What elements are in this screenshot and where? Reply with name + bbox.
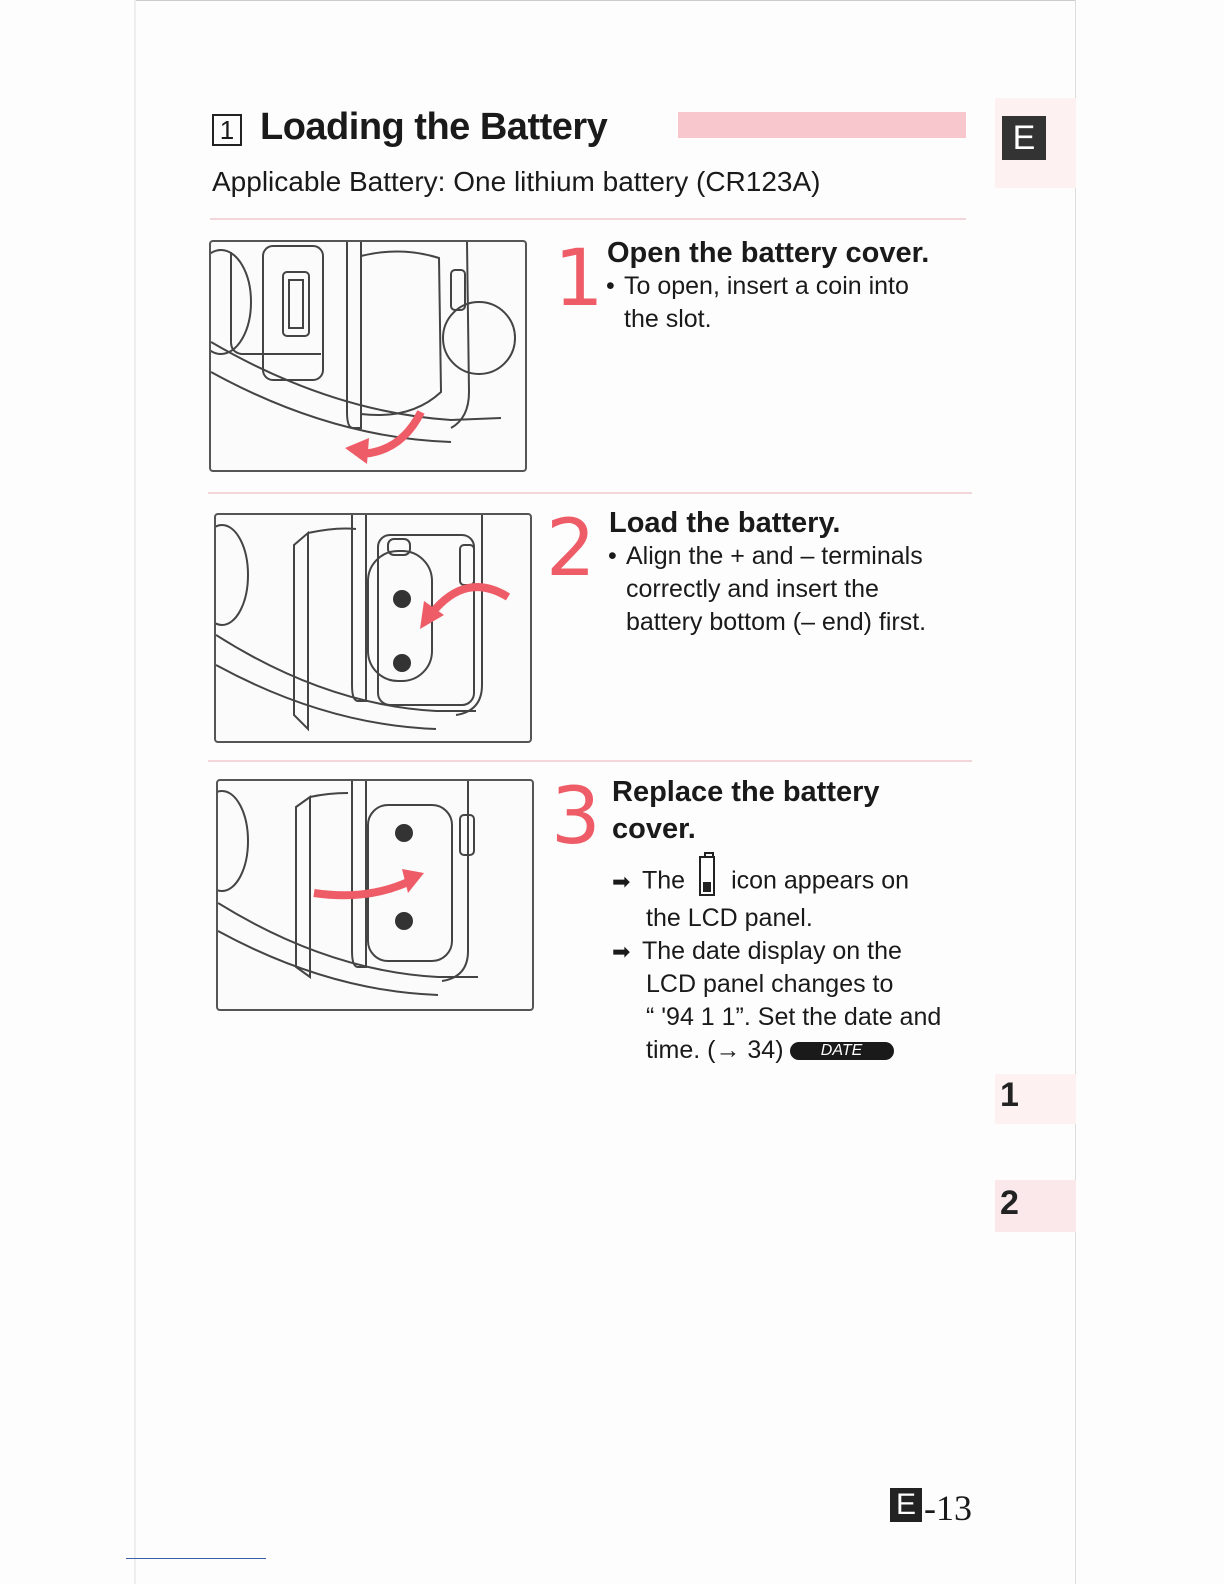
bullet-icon: • <box>608 542 617 570</box>
step-3-line: “ '94 1 1”. Set the date and <box>646 1003 942 1031</box>
camera-illustration <box>211 242 516 464</box>
step-1-heading: Open the battery cover. <box>607 237 930 269</box>
step-3-line: time. (→ 34)DATE <box>612 1034 941 1067</box>
step-3-heading: Replace the battery cover. <box>612 776 880 845</box>
arrow-right-icon: ➡ <box>612 939 631 964</box>
divider <box>208 760 972 762</box>
page-edge <box>134 0 1076 1</box>
divider <box>210 218 966 220</box>
page-number: E-13 <box>890 1488 972 1528</box>
language-badge: E <box>890 1488 922 1522</box>
step-3-line: ➡The date display on the <box>612 935 941 968</box>
step-2-line: battery bottom (– end) first. <box>626 608 927 636</box>
battery-icon <box>699 852 716 896</box>
side-tab-bg <box>995 1074 1076 1124</box>
step-number-1: 1 <box>554 234 604 324</box>
step-1-line: •To open, insert a coin into <box>606 270 909 303</box>
step-number-2: 2 <box>546 504 596 594</box>
arrow-right-icon: ➡ <box>612 868 631 894</box>
date-button-icon: DATE <box>789 1042 894 1061</box>
figure-load-battery <box>214 513 532 743</box>
step-2-line: correctly and insert the <box>626 575 879 603</box>
step-1-line: the slot. <box>624 305 712 333</box>
bullet-icon: • <box>606 272 615 300</box>
step-3-line: LCD panel changes to <box>646 970 894 998</box>
language-tab: E <box>1002 116 1046 160</box>
page-edge <box>1075 0 1076 1584</box>
chapter-tab-2: 2 <box>1000 1184 1019 1222</box>
step-1-body: •To open, insert a coin into the slot. <box>606 270 909 336</box>
chapter-tab-1: 1 <box>1000 1076 1019 1114</box>
step-2-line: •Align the + and – terminals <box>608 540 926 573</box>
applicable-battery-text: Applicable Battery: One lithium battery … <box>212 166 821 197</box>
figure-open-cover <box>209 240 527 472</box>
step-2-heading: Load the battery. <box>609 507 841 539</box>
camera-illustration <box>218 781 478 996</box>
step-3-line: the LCD panel. <box>646 904 813 932</box>
page-edge <box>134 0 136 1584</box>
footer-rule <box>126 1558 266 1559</box>
side-tab-bg-active <box>995 1180 1076 1232</box>
section-number: 1 <box>212 114 242 146</box>
page-title: Loading the Battery <box>260 106 608 148</box>
figure-replace-cover <box>216 779 534 1011</box>
camera-illustration <box>216 515 511 732</box>
title-accent-bar <box>678 112 966 138</box>
step-2-body: •Align the + and – terminals correctly a… <box>608 540 926 639</box>
divider <box>208 492 972 494</box>
step-number-3: 3 <box>551 772 601 862</box>
